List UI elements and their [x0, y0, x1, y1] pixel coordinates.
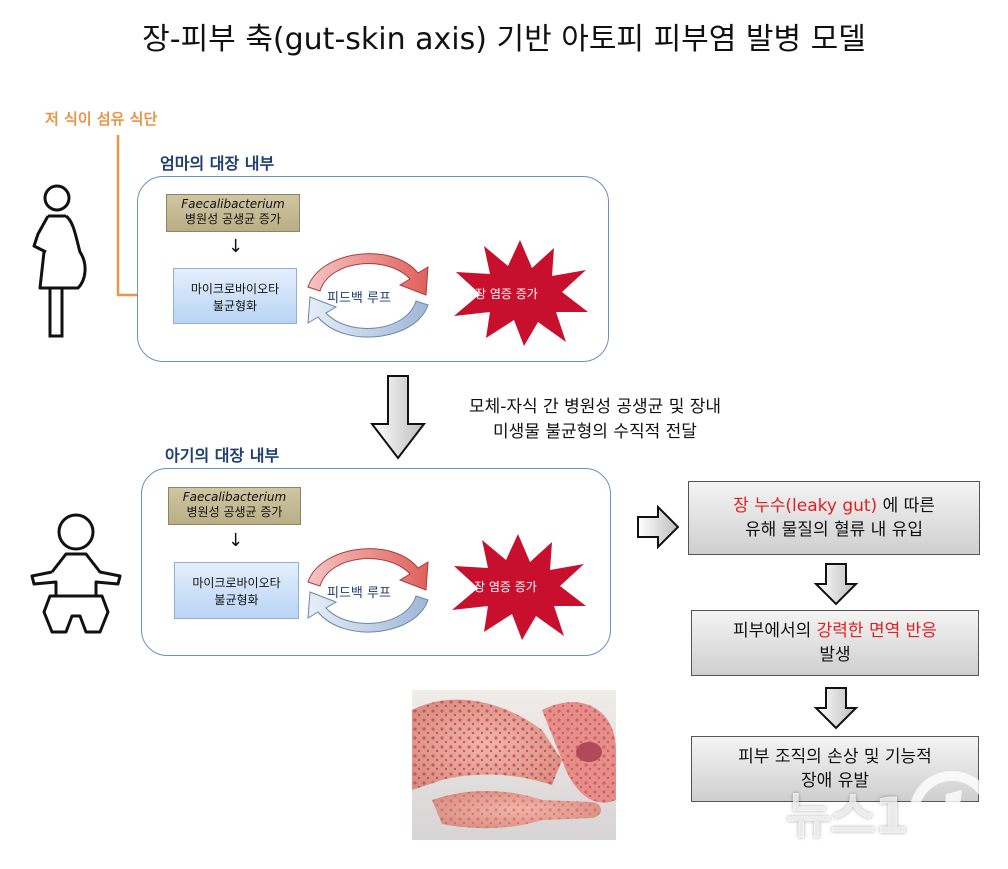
diet-label: 저 식이 섬유 식단 [45, 110, 158, 128]
baby-down-arrow-icon: ↓ [228, 530, 244, 551]
baby-bacteria-name: Faecalibacterium [182, 490, 287, 504]
transfer-line2: 미생물 불균형의 수직적 전달 [493, 422, 697, 442]
baby-inflammation-label: 장 염증 증가 [474, 580, 537, 594]
baby-inflammation-burst-icon [452, 534, 586, 640]
baby-colon-label: 아기의 대장 내부 [165, 446, 280, 465]
baby-icon [30, 513, 122, 634]
mother-colon-label: 엄마의 대장 내부 [160, 154, 275, 173]
baby-feedback-label: 피드백 루프 [327, 586, 391, 601]
mother-feedback-label: 피드백 루프 [327, 291, 391, 306]
skin-damage-step-box: 피부 조직의 손상 및 기능적 장애 유발 [691, 736, 979, 802]
skin-damage-line2: 장애 유발 [801, 771, 869, 791]
transfer-line1: 모체-자식 간 병원성 공생균 및 장내 [468, 397, 722, 417]
mother-inflammation-label: 장 염증 증가 [475, 287, 538, 301]
baby-dysbiosis-line2: 불균형화 [214, 593, 259, 607]
leaky-gut-step-box: 장 누수(leaky gut) 에 따른 유해 물질의 혈류 내 유입 [688, 481, 980, 555]
pregnant-woman-icon [32, 184, 87, 338]
step-down-arrow-2-icon [813, 687, 859, 730]
leaky-gut-line2: 유해 물질의 혈류 내 유입 [744, 520, 923, 540]
immune-response-line2: 발생 [819, 645, 851, 665]
atopic-dermatitis-infant-photo [412, 690, 616, 840]
baby-bacteria-box: Faecalibacterium 병원성 공생균 증가 [168, 487, 301, 525]
watermark-text: 뉴스1 [786, 787, 909, 845]
leaky-gut-suffix: 에 따른 [877, 496, 935, 516]
leaky-gut-highlight: 장 누수(leaky gut) [733, 496, 878, 516]
mother-down-arrow-icon: ↓ [228, 236, 244, 257]
mother-dysbiosis-line2: 불균형화 [212, 299, 258, 313]
mother-dysbiosis-line1: 마이크로바이오타 [190, 282, 280, 296]
immune-response-step-box: 피부에서의 강력한 면역 반응 발생 [691, 610, 979, 676]
baby-dysbiosis-line1: 마이크로바이오타 [192, 576, 281, 590]
baby-bacteria-text: 병원성 공생균 증가 [186, 505, 283, 519]
right-arrow-icon [637, 504, 680, 550]
mother-bacteria-name: Faecalibacterium [181, 197, 285, 211]
mother-dysbiosis-box: 마이크로바이오타 불균형화 [173, 268, 297, 324]
transfer-down-arrow-icon [369, 375, 427, 460]
baby-dysbiosis-box: 마이크로바이오타 불균형화 [174, 562, 299, 619]
immune-response-prefix: 피부에서의 [733, 621, 817, 641]
transfer-description: 모체-자식 간 병원성 공생균 및 장내 미생물 불균형의 수직적 전달 [420, 395, 770, 445]
mother-feedback-loop-icon [307, 253, 429, 338]
baby-feedback-loop-icon [307, 548, 429, 633]
mother-inflammation-burst-icon [454, 240, 588, 346]
watermark-logo-icon [909, 771, 995, 857]
skin-damage-line1: 피부 조직의 손상 및 기능적 [738, 747, 932, 767]
immune-response-highlight: 강력한 면역 반응 [816, 621, 937, 641]
mother-bacteria-box: Faecalibacterium 병원성 공생균 증가 [166, 194, 300, 232]
diagram-title: 장-피부 축(gut-skin axis) 기반 아토피 피부염 발병 모델 [142, 22, 866, 57]
mother-bacteria-text: 병원성 공생균 증가 [185, 212, 281, 226]
step-down-arrow-1-icon [813, 563, 859, 606]
